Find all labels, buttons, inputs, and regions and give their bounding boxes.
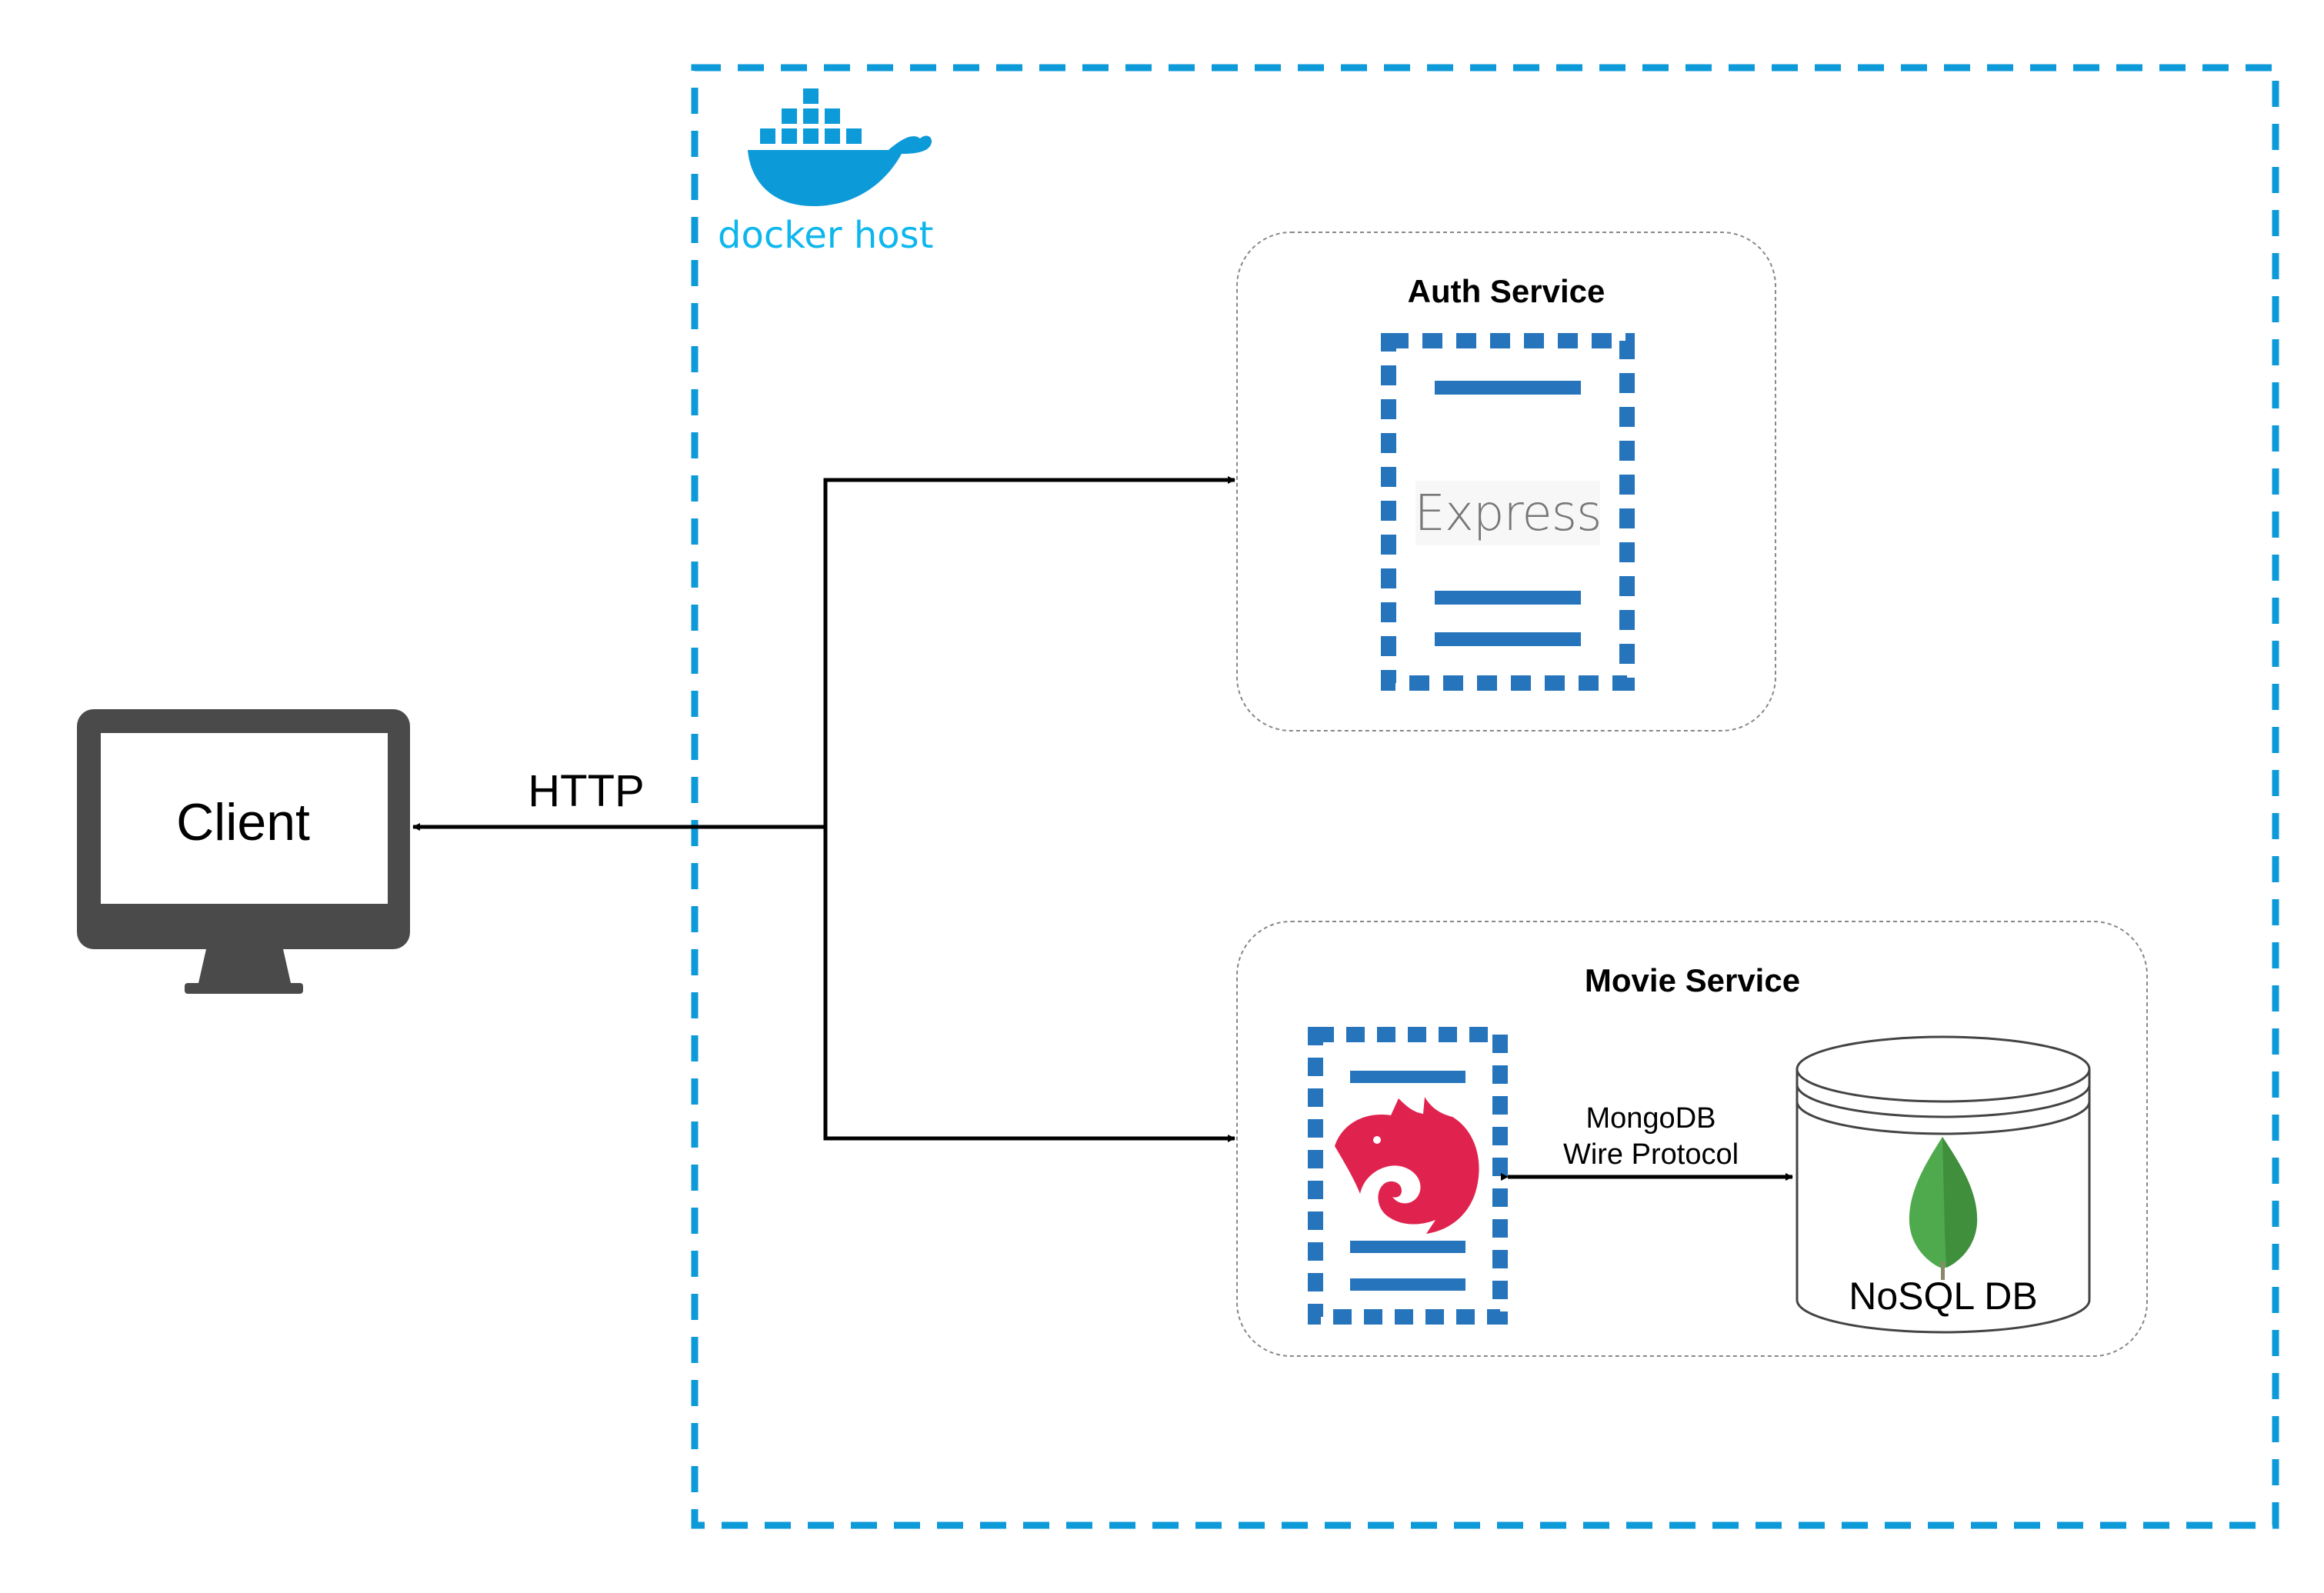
auth-service-title: Auth Service [1408,273,1605,309]
protocol-label-line2: Wire Protocol [1563,1138,1739,1171]
http-connector [412,476,1235,1142]
protocol-label-line1: MongoDB [1586,1102,1716,1135]
movie-server-icon [1308,1027,1508,1325]
movie-service-title: Movie Service [1585,962,1800,998]
client-label: Client [176,793,310,851]
database-label: NoSQL DB [1849,1275,2037,1318]
express-logo-text: Express [1415,485,1602,542]
docker-host-boundary [691,64,2279,1529]
docker-host-label: docker host [718,214,933,257]
http-label: HTTP [528,766,644,816]
mongodb-leaf-icon [1909,1137,1978,1280]
nestjs-logo-icon [1335,1097,1479,1234]
client-monitor-icon [77,709,410,994]
auth-server-icon [1381,333,1635,691]
docker-whale-icon [748,88,932,206]
express-logo [1415,481,1600,545]
